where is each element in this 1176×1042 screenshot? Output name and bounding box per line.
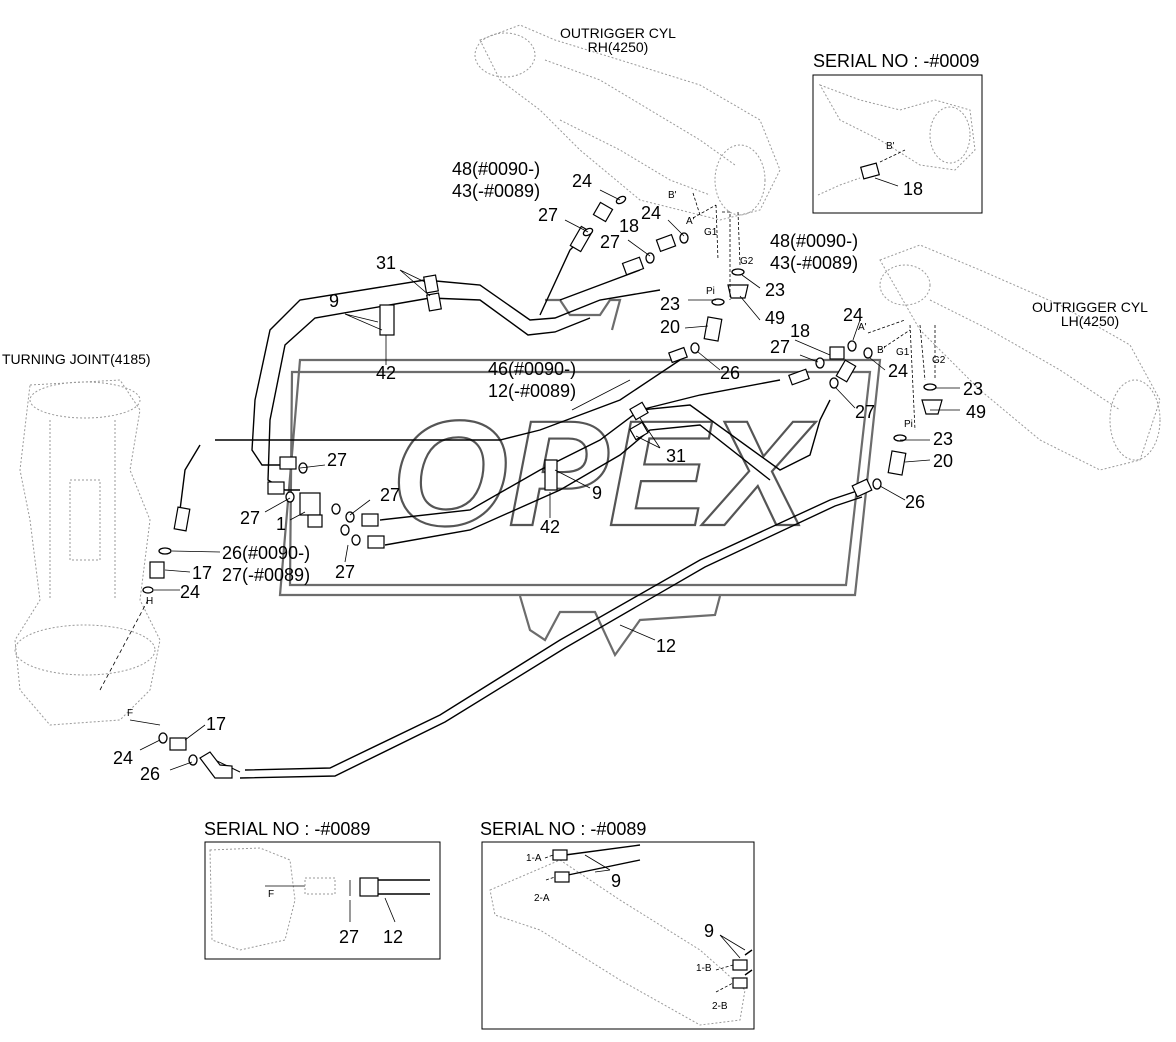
inset-bottom-left-drawing: [209, 847, 430, 951]
callout-31-b: 31: [666, 446, 687, 466]
callout-1: 1: [276, 514, 287, 534]
callout-17-a: 17: [192, 563, 213, 583]
port-a-prime-lh: A': [858, 322, 867, 333]
callout-27-g: 27: [240, 508, 261, 528]
inset-bottom-right-title: SERIAL NO : -#0089: [480, 819, 647, 839]
callout-23-d: 23: [933, 429, 954, 449]
turning-joint-caption: TURNING JOINT(4185): [2, 351, 151, 367]
callout-43-rh: 43(-#0089): [452, 181, 541, 201]
inset-br-callout-9a: 9: [611, 871, 622, 891]
outrigger-cyl-rh-line1: OUTRIGGER CYL: [560, 25, 676, 41]
inset-bl-callout-12: 12: [383, 927, 404, 947]
outrigger-cylinder-lh-outline: [879, 244, 1161, 471]
fittings: [142, 195, 943, 779]
outrigger-cyl-rh-caption: OUTRIGGER CYL RH(4250): [548, 26, 688, 54]
port-g2-rh: G2: [740, 256, 754, 267]
callout-20-a: 20: [660, 317, 681, 337]
callout-18-b: 18: [790, 321, 811, 341]
callout-23-a: 23: [765, 280, 786, 300]
callout-27-b: 27: [600, 232, 621, 252]
callout-42-a: 42: [376, 363, 397, 383]
callout-9-b: 9: [592, 483, 603, 503]
outrigger-cyl-lh-line2: LH(4250): [1060, 313, 1120, 329]
callout-24-a: 24: [572, 171, 593, 191]
inset-br-port-1b: 1-B: [696, 963, 712, 974]
callout-46: 46(#0090-): [488, 359, 577, 379]
callout-23-b: 23: [660, 294, 681, 314]
callout-49-b: 49: [966, 402, 987, 422]
callout-27-e: 27: [327, 450, 348, 470]
inset-tr-port-b-prime: B': [886, 141, 895, 152]
leader-lines: [139, 189, 960, 771]
outrigger-cyl-lh-line1: OUTRIGGER CYL: [1032, 299, 1148, 315]
callout-31-a: 31: [376, 253, 397, 273]
watermark-logo: OPEX: [278, 298, 882, 658]
callout-26-b: 26: [905, 492, 926, 512]
watermark-text: OPEX: [392, 389, 817, 557]
callout-18-a: 18: [619, 216, 640, 236]
callout-27-f: 27: [380, 485, 401, 505]
callout-24-b: 24: [641, 203, 662, 223]
inset-bl-callout-27: 27: [339, 927, 360, 947]
inset-frames: [204, 74, 983, 1030]
port-g1-lh: G1: [896, 347, 910, 358]
callout-12-top: 12(-#0089): [488, 381, 577, 401]
callout-26-c: 26: [140, 764, 161, 784]
callout-42-b: 42: [540, 517, 561, 537]
port-f: F: [127, 708, 134, 719]
outrigger-cylinder-rh-outline: [474, 24, 781, 221]
callout-26-mix: 26(#0090-): [222, 543, 311, 563]
callout-9-a: 9: [329, 291, 340, 311]
turning-joint-outline: [14, 379, 161, 726]
callout-43-lh: 43(-#0089): [770, 253, 859, 273]
callout-12-bottom: 12: [656, 636, 677, 656]
callout-17-b: 17: [206, 714, 227, 734]
port-h: H: [146, 596, 154, 607]
inset-top-right-drawing: [817, 84, 976, 196]
callout-27-c: 27: [770, 337, 791, 357]
callout-27-h: 27: [335, 562, 356, 582]
port-a-prime-rh: A': [686, 216, 695, 227]
inset-br-callout-9b: 9: [704, 921, 715, 941]
callout-24-f: 24: [113, 748, 134, 768]
outrigger-cyl-rh-line2: RH(4250): [587, 39, 649, 55]
callout-24-e: 24: [180, 582, 201, 602]
inset-bottom-right-drawing: [489, 844, 753, 1026]
port-b-prime-lh: B': [877, 345, 886, 356]
inset-tr-callout-18: 18: [903, 179, 924, 199]
callout-27-a: 27: [538, 205, 559, 225]
port-g1-rh: G1: [704, 227, 718, 238]
callout-20-b: 20: [933, 451, 954, 471]
port-pi-rh: Pi: [706, 286, 715, 297]
callout-49-a: 49: [765, 308, 786, 328]
inset-br-port-2a: 2-A: [534, 893, 550, 904]
callout-27-mix: 27(-#0089): [222, 565, 311, 585]
port-g2-lh: G2: [932, 355, 946, 366]
callout-48-rh: 48(#0090-): [452, 159, 541, 179]
inset-bottom-left-title: SERIAL NO : -#0089: [204, 819, 371, 839]
port-b-prime-rh: B': [668, 190, 677, 201]
inset-br-port-1a: 1-A: [526, 853, 542, 864]
callout-48-lh: 48(#0090-): [770, 231, 859, 251]
outrigger-cyl-lh-caption: OUTRIGGER CYL LH(4250): [1020, 300, 1160, 328]
inset-top-right-title: SERIAL NO : -#0009: [813, 51, 980, 71]
inset-bl-port-f: F: [268, 889, 275, 900]
port-pi-lh: Pi: [904, 419, 913, 430]
callout-24-d: 24: [888, 361, 909, 381]
callout-24-c: 24: [843, 305, 864, 325]
inset-br-port-2b: 2-B: [712, 1001, 728, 1012]
callout-23-c: 23: [963, 379, 984, 399]
callout-27-d: 27: [855, 402, 876, 422]
callout-26-a: 26: [720, 363, 741, 383]
